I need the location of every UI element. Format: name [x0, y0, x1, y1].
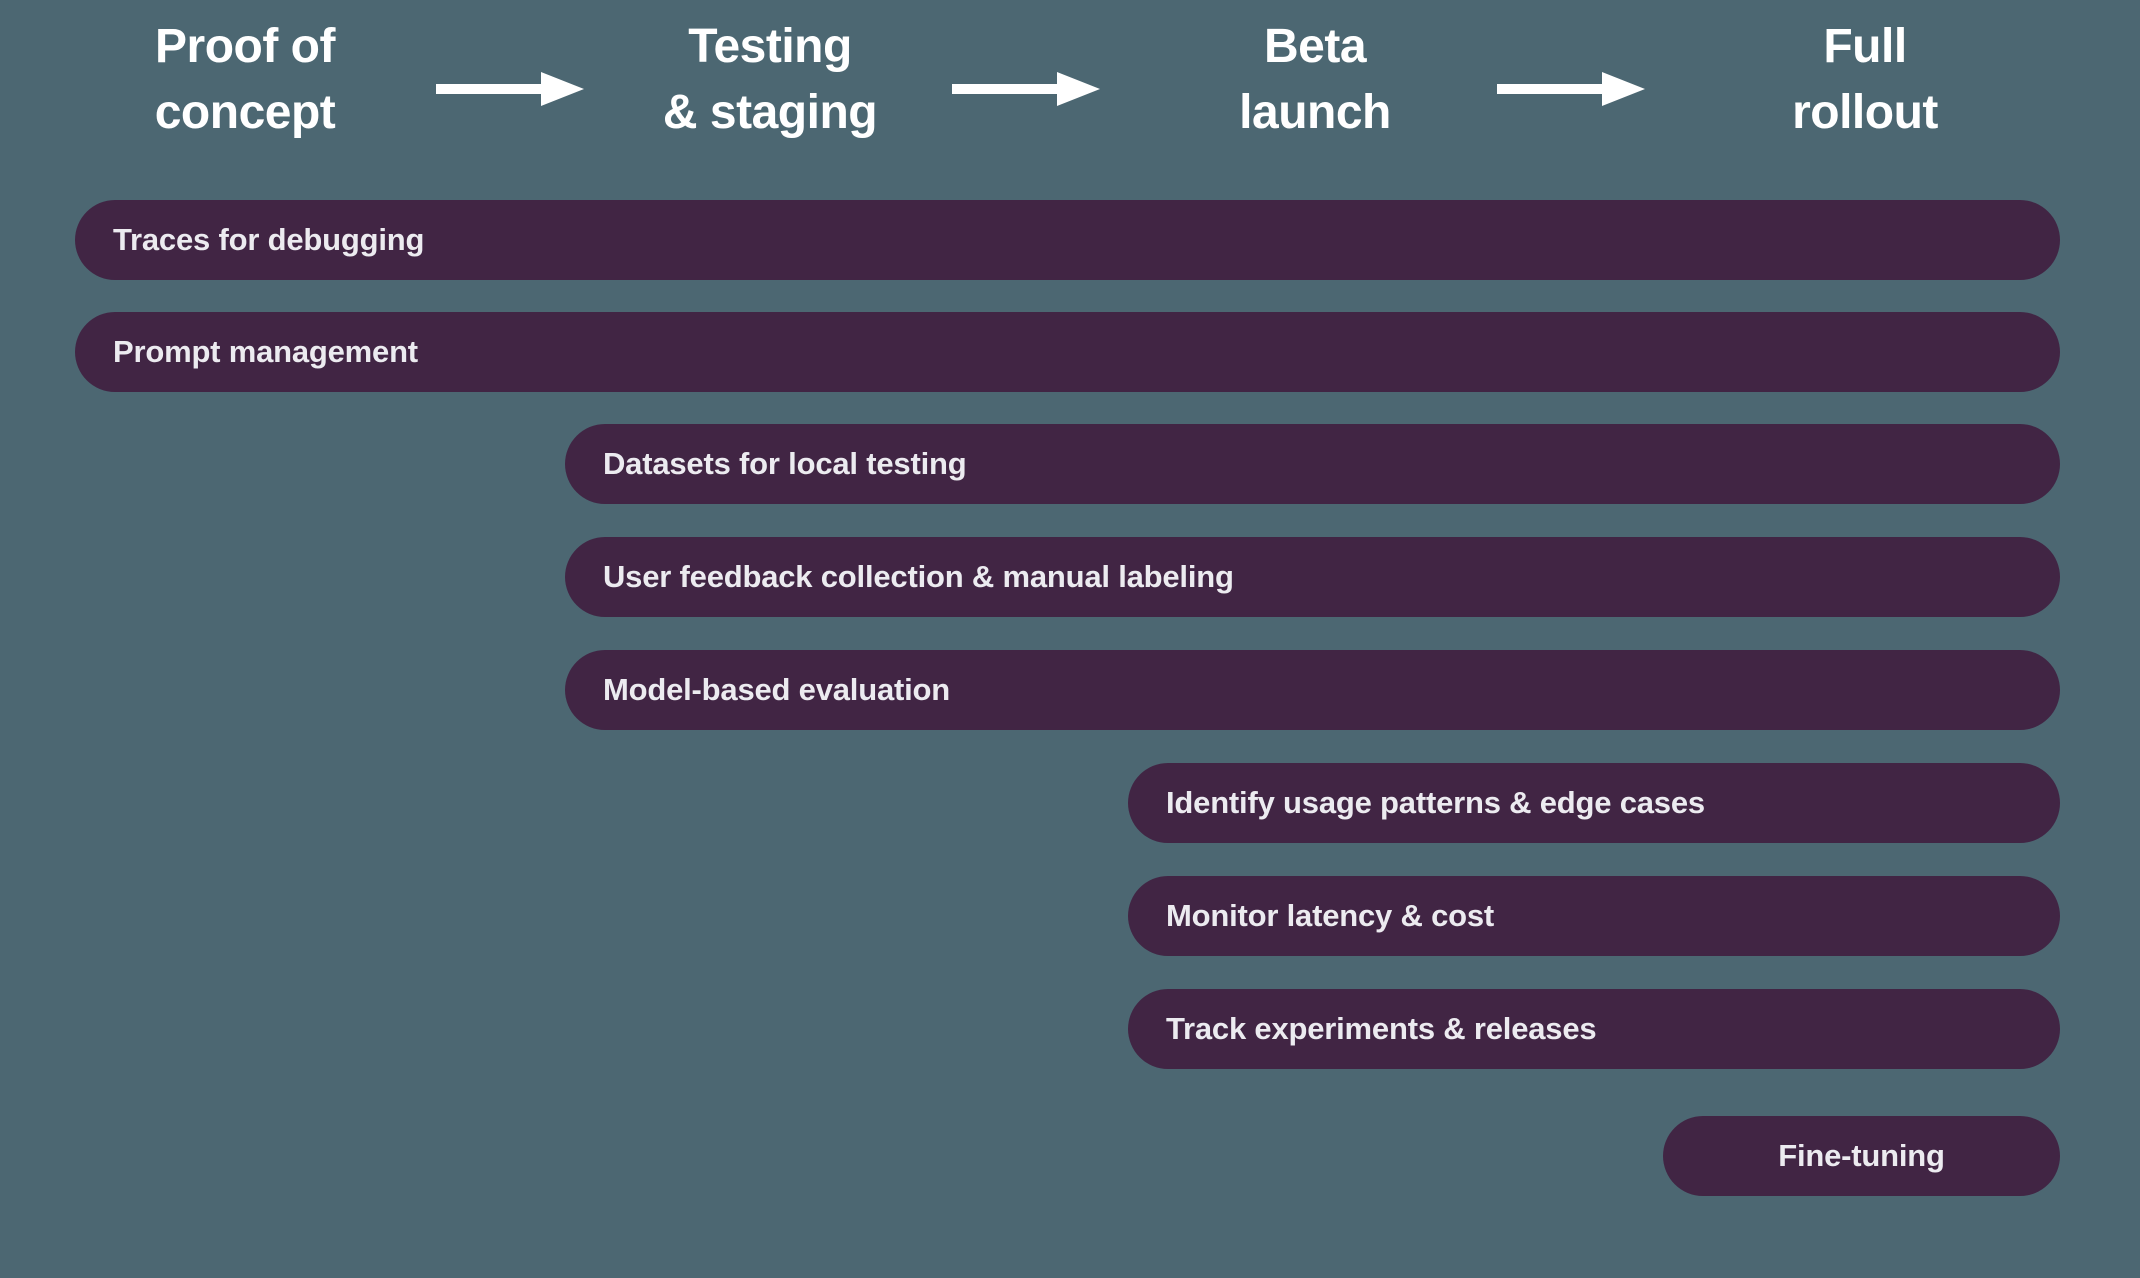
capability-bar-label: Datasets for local testing — [603, 446, 967, 481]
capability-bar-label: User feedback collection & manual labeli… — [603, 559, 1234, 594]
capability-bar: User feedback collection & manual labeli… — [565, 537, 2060, 617]
capability-bar-label: Identify usage patterns & edge cases — [1166, 785, 1705, 820]
stage-label-testing-and-staging: Testing & staging — [662, 20, 878, 139]
stage-label-beta-launch: Beta launch — [1239, 20, 1391, 139]
capability-bar: Datasets for local testing — [565, 424, 2060, 504]
arrow-right-icon — [1497, 72, 1645, 106]
capability-bar-label: Fine-tuning — [1778, 1138, 1945, 1173]
stage-label-full-rollout: Full rollout — [1792, 20, 1938, 139]
capability-bar: Track experiments & releases — [1128, 989, 2060, 1069]
capability-bar: Traces for debugging — [75, 200, 2060, 280]
capability-bar-label: Prompt management — [113, 334, 418, 369]
arrow-right-icon — [952, 72, 1100, 106]
capability-bar-label: Track experiments & releases — [1166, 1011, 1597, 1046]
capability-bar: Model-based evaluation — [565, 650, 2060, 730]
capability-bar-label: Monitor latency & cost — [1166, 898, 1495, 933]
capability-bar-label: Traces for debugging — [113, 222, 425, 257]
capability-bar: Identify usage patterns & edge cases — [1128, 763, 2060, 843]
arrow-right-icon — [436, 72, 584, 106]
capability-bar-label: Model-based evaluation — [603, 672, 950, 707]
capability-bar: Monitor latency & cost — [1128, 876, 2060, 956]
capability-bar: Prompt management — [75, 312, 2060, 392]
stage-label-proof-of-concept: Proof of concept — [154, 20, 336, 139]
capability-bar: Fine-tuning — [1663, 1116, 2060, 1196]
